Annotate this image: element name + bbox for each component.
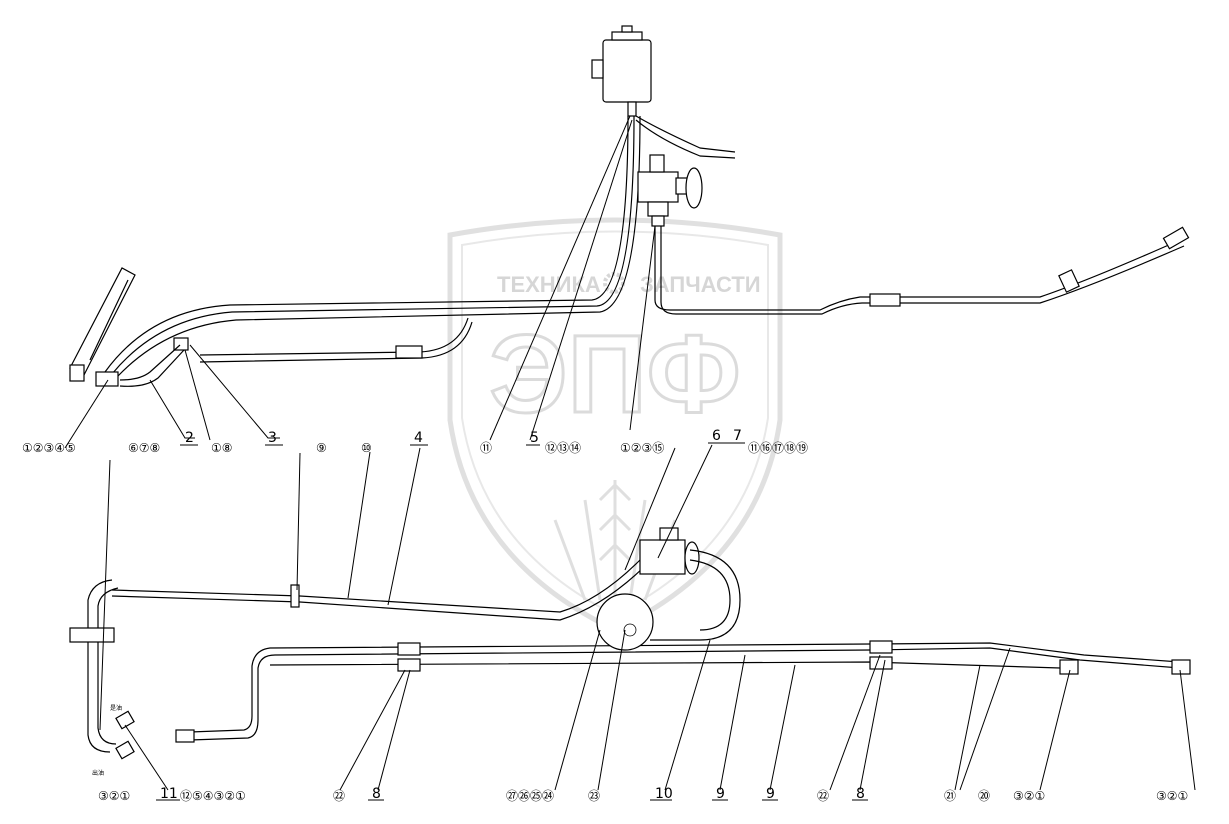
callout-label: ㉒ (817, 789, 829, 803)
filter-unit (596, 527, 700, 651)
callout-label: ⑫⑬⑭ (545, 441, 581, 455)
watermark-shield-inner (461, 230, 769, 617)
callout-label: ③②① (1013, 789, 1045, 803)
callout-label: ㉗㉖㉕㉔ (506, 789, 554, 803)
callout-label: ①②③④⑤ (22, 441, 76, 455)
mark-b: 出油 (92, 769, 104, 777)
watermark-shield (447, 217, 783, 633)
watermark-logo-letters: ЭПФ (489, 313, 740, 436)
callout-label: ③②① (1156, 789, 1188, 803)
callout-label: ⑪⑯⑰⑱⑲ (748, 441, 808, 455)
callout-label: ⑫⑤④③②① (180, 789, 246, 803)
callouts-middle: ⑨ ⑩ 4 (316, 430, 423, 455)
callout-label: 5 (530, 430, 539, 446)
callout-label: 9 (766, 786, 775, 802)
callout-label: 2 (185, 430, 194, 446)
callout-label: ①②③⑮ (620, 441, 664, 455)
leader-lines (64, 115, 1196, 791)
callout-label: ③②① (98, 789, 130, 803)
piping-lines (69, 25, 1191, 760)
callout-label: ⑳ (978, 789, 990, 803)
callouts-top: ①②③④⑤ ⑥⑦⑧ 2 ①⑧ 3 ⑪ 5 ⑫⑬⑭ ①②③⑮ 6 7 ⑪⑯⑰⑱⑲ (22, 428, 808, 455)
callout-label: ㉓ (588, 789, 600, 803)
callouts-bottom: ③②① 11 ⑫⑤④③②① ㉒ 8 ㉗㉖㉕㉔ ㉓ 10 9 9 ㉒ 8 ㉑ ⑳ … (98, 786, 1188, 803)
callout-label: ㉑ (944, 789, 956, 803)
callout-label: ⑪ (480, 441, 492, 455)
callout-label: 9 (716, 786, 725, 802)
callout-label: 7 (733, 428, 742, 444)
watermark-logo: ТЕХНИКА ЗАПЧАСТИ ЭПФ (447, 217, 783, 633)
steering-valve (637, 154, 703, 227)
callout-label: 8 (372, 786, 381, 802)
watermark-brand-right: ЗАПЧАСТИ (640, 272, 761, 297)
gear-icon (603, 272, 625, 294)
steering-cylinder (69, 267, 189, 387)
callout-label: 8 (856, 786, 865, 802)
callout-label: ㉒ (333, 789, 345, 803)
oil-tank (591, 25, 652, 117)
mark-a: 是油 (110, 704, 122, 712)
callout-label: ①⑧ (211, 441, 233, 455)
callout-label: 6 (712, 428, 721, 444)
callout-label: ⑩ (361, 441, 372, 455)
callout-label: 3 (268, 430, 277, 446)
callout-label: 10 (655, 786, 673, 802)
callout-label: 4 (414, 430, 423, 446)
callout-label: ⑨ (316, 441, 327, 455)
callout-label: ⑥⑦⑧ (128, 441, 160, 455)
callout-label: 11 (160, 786, 178, 802)
callout-underlines (156, 442, 868, 801)
watermark-brand-left: ТЕХНИКА (497, 272, 601, 297)
